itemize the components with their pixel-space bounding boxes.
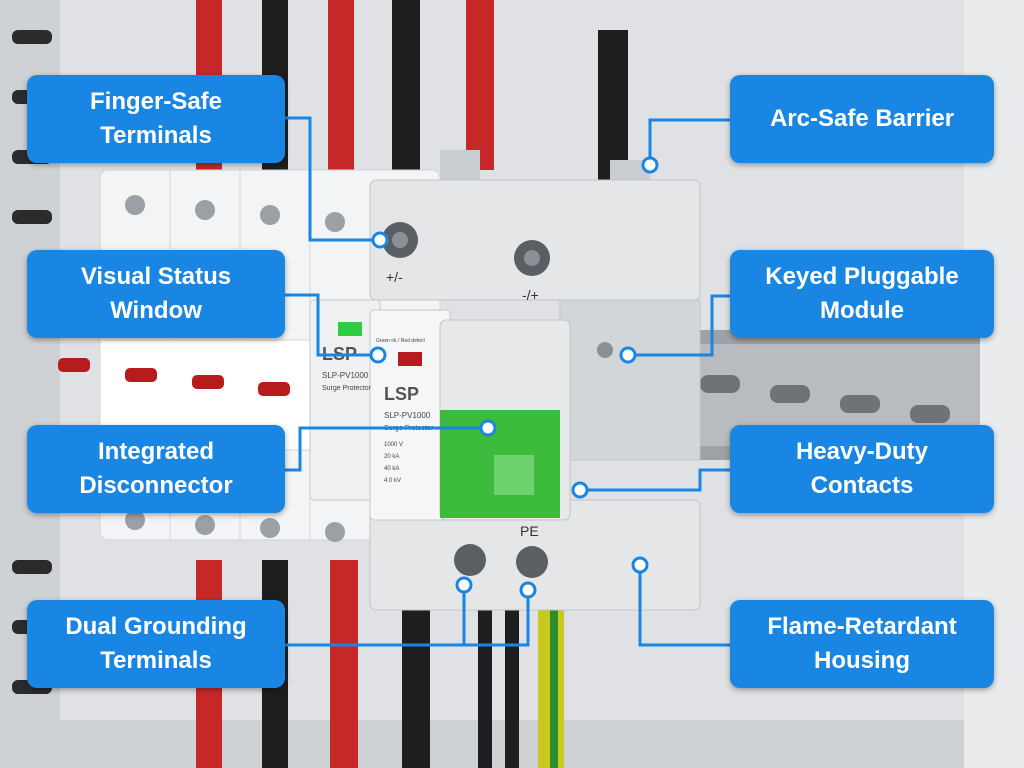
spec-in: 20 kA (384, 454, 399, 460)
status-legend: Green ok / Red defect (376, 338, 426, 344)
callout-visual-status-window: Visual Status Window (27, 250, 285, 338)
spec-imax: 40 kA (384, 466, 399, 472)
callout-dual-grounding-terminals: Dual Grounding Terminals (27, 600, 285, 688)
brand-logo-right: LSP (384, 384, 419, 404)
terminal-minus-plus-label: -/+ (522, 287, 539, 303)
callout-heavy-duty-contacts: Heavy-Duty Contacts (730, 425, 994, 513)
spec-up: 4.0 kV (384, 478, 401, 484)
leader-lines (285, 116, 730, 647)
spec-uc: 1000 V (384, 442, 403, 448)
callout-integrated-disconnector: Integrated Disconnector (27, 425, 285, 513)
terminal-plus-minus-label: +/- (386, 269, 403, 285)
leader-dots (369, 156, 659, 599)
plug-in-modules (309, 299, 571, 521)
callout-arc-safe-barrier: Arc-Safe Barrier (730, 75, 994, 163)
callout-keyed-pluggable-module: Keyed Pluggable Module (730, 250, 994, 338)
callout-finger-safe-terminals: Finger-Safe Terminals (27, 75, 285, 163)
pe-label: PE (520, 523, 539, 539)
model-label-left: SLP-PV1000 (322, 371, 369, 380)
callout-flame-retardant-housing: Flame-Retardant Housing (730, 600, 994, 688)
model-label-right: SLP-PV1000 (384, 411, 431, 420)
product-label-left: Surge Protector (322, 385, 372, 392)
